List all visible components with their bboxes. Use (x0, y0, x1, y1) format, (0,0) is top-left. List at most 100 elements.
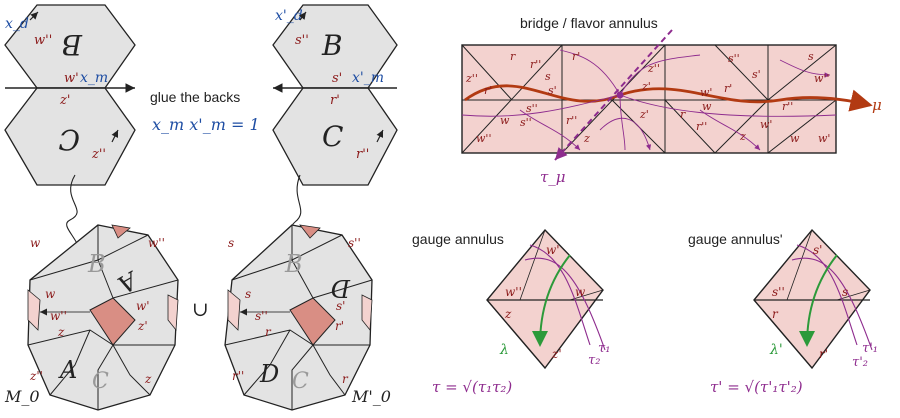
poly-label: z'' (29, 369, 43, 383)
letter-c: C (59, 123, 80, 156)
tau-mu-label: τ_μ (540, 168, 566, 186)
bridge-label: w'' (814, 72, 829, 85)
bridge-label: s (808, 50, 814, 63)
mu-label: μ (872, 96, 882, 114)
bridge-label: r (510, 50, 516, 63)
bridge-label: s' (548, 84, 557, 97)
poly-label: s'' (255, 309, 268, 323)
poly-label: z (144, 372, 152, 386)
gauge-prime-label: s'' (772, 285, 785, 299)
bridge-label: s (545, 70, 551, 83)
poly-label: w (30, 236, 41, 250)
bridge-label: z (739, 130, 746, 143)
bridge-annulus: r r'' s r' z'' s'' s' s w'' z'' r' s' z'… (461, 29, 882, 186)
letter-d-upper: D (331, 274, 351, 302)
bridge-label: w (500, 114, 510, 127)
poly-label: w'' (148, 236, 165, 250)
poly-label: r' (335, 319, 344, 333)
poly-label: z (57, 325, 65, 339)
gauge-label: w (575, 285, 586, 299)
tau1-prime-label: τ'₁ (862, 341, 878, 356)
ghost-letter-b: B (87, 250, 106, 278)
gauge-label: w'' (505, 285, 522, 299)
bridge-label: w'' (476, 132, 491, 145)
ghost-letter-b-script: B (284, 250, 303, 278)
bridge-title: bridge / flavor annulus (520, 15, 658, 31)
letter-c-script: C (322, 120, 343, 153)
label-w2: w'' (34, 33, 52, 48)
gauge-prime-label: s' (813, 243, 822, 257)
gauge-label: w' (546, 243, 560, 257)
right-polyhedron: B D D C s s'' s s'' s' r r'' r' r M'_0 (224, 224, 391, 411)
bridge-label: r'' (566, 114, 577, 127)
bridge-label: r (680, 108, 686, 121)
gauge-prime-label: s (842, 285, 848, 299)
label-x-d: x_d (5, 16, 29, 32)
bridge-label: w' (818, 132, 830, 145)
bridge-label: r' (724, 82, 732, 95)
lambda-label: λ (499, 342, 509, 358)
glue-equation: x_m x'_m = 1 (152, 115, 260, 134)
bridge-label: z'' (647, 62, 660, 75)
poly-name-m0-prime: M'_0 (351, 387, 391, 406)
poly-label: r'' (232, 369, 244, 383)
tau2-label: τ₂ (588, 353, 600, 368)
label-x-m: x_m (80, 70, 108, 86)
bridge-label: s' (752, 68, 761, 81)
bridge-label: w' (700, 86, 712, 99)
label-x-d-prime: x'_d (275, 8, 303, 24)
label-s2: s'' (295, 33, 309, 48)
label-x-m-prime: x'_m (352, 70, 384, 86)
poly-label: s (228, 236, 234, 250)
bridge-label: z'' (465, 72, 478, 85)
gauge-title: gauge annulus (412, 231, 504, 247)
poly-name-m0: M_0 (4, 387, 40, 406)
bridge-label: w (790, 132, 800, 145)
bridge-label: z' (639, 108, 649, 121)
poly-label: s (245, 287, 251, 301)
poly-label: r (265, 325, 272, 339)
gauge-label: z' (551, 347, 562, 361)
poly-label: w (45, 287, 56, 301)
bridge-label: w' (760, 118, 772, 131)
poly-label: r (342, 372, 349, 386)
label-z1: z' (59, 93, 70, 108)
tau1-label: τ₁ (598, 341, 610, 356)
poly-label: w'' (50, 309, 67, 323)
label-r1: r' (330, 93, 340, 108)
bridge-label: s'' (526, 102, 538, 115)
letter-a-lower: A (58, 356, 77, 384)
gauge-title-prime: gauge annulus' (688, 231, 783, 247)
bridge-label: w (702, 100, 712, 113)
bridge-label: s'' (728, 52, 740, 65)
label-s1: s' (332, 71, 342, 86)
bridge-label: r' (484, 84, 492, 97)
bridge-label: r'' (530, 58, 541, 71)
gauge-prime-label: r' (819, 347, 828, 361)
bridge-label: r'' (782, 100, 793, 113)
letter-b-script: B (321, 29, 343, 62)
letter-b: B (61, 28, 83, 61)
tau-prime-equation: τ' = √(τ'₁τ'₂) (710, 378, 803, 396)
label-w1: w' (64, 71, 79, 86)
poly-label: z' (137, 319, 148, 333)
poly-label: s' (336, 299, 345, 313)
bridge-label: z (583, 132, 590, 145)
glue-title: glue the backs (150, 89, 240, 105)
label-z2: z'' (91, 147, 106, 162)
gauge-annulus-prime: s' s'' s r r' λ' τ'₁ τ'₂ (753, 228, 878, 370)
lambda-prime-label: λ' (769, 342, 783, 358)
label-r2: r'' (356, 147, 369, 162)
letter-d-lower: D (259, 360, 279, 388)
tau-equation: τ = √(τ₁τ₂) (432, 378, 512, 396)
bridge-label: z' (641, 80, 651, 93)
right-hexagons: x'_d s'' B s' x'_m r' C r'' (272, 4, 398, 251)
gauge-prime-label: r (772, 307, 779, 321)
bridge-label: s'' (520, 116, 532, 129)
gauge-annulus: w' w'' w z z' λ τ₁ τ₂ (486, 228, 610, 370)
tau2-prime-label: τ'₂ (852, 355, 868, 370)
union-symbol: ∪ (192, 297, 209, 321)
poly-label: w' (136, 299, 150, 313)
